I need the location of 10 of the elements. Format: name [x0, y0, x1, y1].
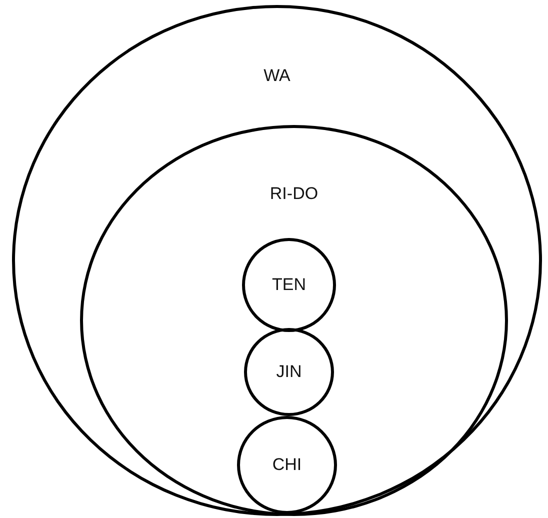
circle	[80, 125, 508, 516]
circle-label: CHI	[271, 455, 303, 475]
circle-label: RI-DO	[268, 184, 320, 204]
circle	[12, 5, 542, 516]
circle	[244, 328, 334, 416]
circle-label: WA	[262, 66, 292, 86]
circle-label: TEN	[271, 275, 307, 295]
circle	[237, 416, 337, 514]
circle-label: JIN	[275, 362, 303, 382]
circle	[242, 238, 336, 332]
